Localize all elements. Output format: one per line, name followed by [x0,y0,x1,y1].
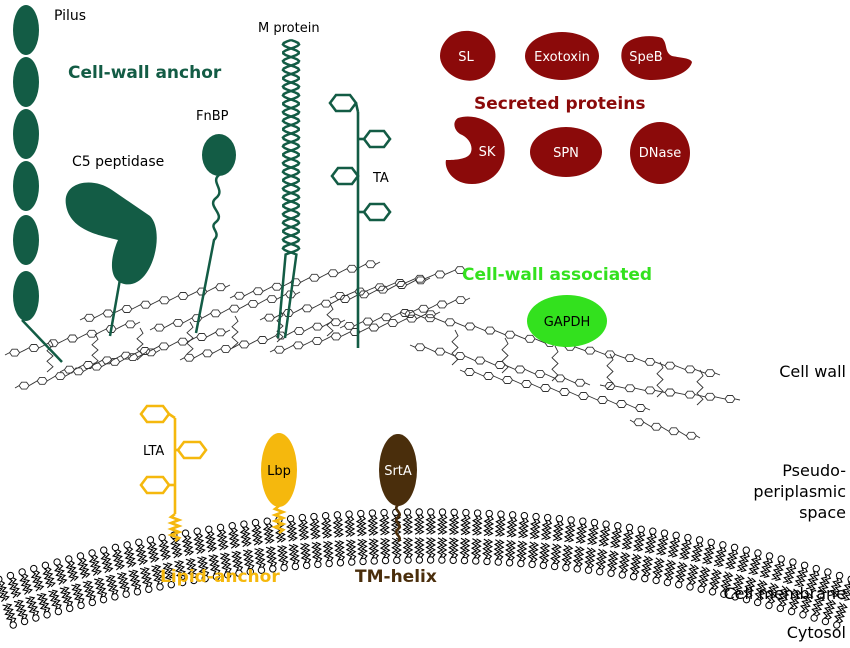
secreted-proteins [440,30,692,184]
sl-label: SL [458,50,474,65]
cell-wall-anchor-heading: Cell-wall anchor [68,63,222,83]
lta-label: LTA [143,444,164,459]
lbp-protein [261,433,297,535]
lipoteichoic-acid [139,404,208,543]
pseudo-region-label-line2: periplasmic [753,482,846,501]
sk-protein [445,116,505,184]
teichoic-acid [328,93,392,348]
pseudo-region-label-line1: Pseudo- [782,461,846,480]
c5-peptidase-label: C5 peptidase [72,154,164,170]
pilus [13,5,63,363]
exotoxin-label: Exotoxin [534,50,590,65]
m-protein-label: M protein [258,21,320,36]
cytosol-region-label: Cytosol [787,623,846,642]
sl-protein [440,30,496,81]
pseudo-region-label-line3: space [799,503,846,522]
exotoxin-protein [525,32,599,80]
srta-protein [379,434,417,543]
sk-label: SK [479,145,496,160]
speb-protein [621,36,692,80]
pilus-label: Pilus [54,8,86,24]
speb-label: SpeB [629,50,662,65]
gapdh-label: GAPDH [544,315,591,330]
cell-wall-associated-heading: Cell-wall associated [462,265,652,285]
dnase-label: DNase [639,146,681,161]
lbp-label: Lbp [267,464,291,479]
peptidoglycan-mesh [4,260,741,440]
fnbp-label: FnBP [196,109,229,124]
tm-helix-heading: TM-helix [355,567,437,587]
ta-label: TA [372,171,389,186]
secreted-proteins-heading: Secreted proteins [474,94,645,114]
m-protein [276,38,301,339]
lipid-bilayer-membrane [0,508,850,629]
gapdh-protein [527,295,607,347]
fnbp [194,134,236,334]
spn-protein [530,127,602,177]
cell-membrane-region-label: Cell membrane [723,584,846,603]
srta-label: SrtA [384,464,412,479]
dnase-protein [630,122,690,184]
cell-wall-region-label: Cell wall [779,362,846,381]
c5-peptidase [65,182,157,337]
spn-label: SPN [553,146,579,161]
lipid-anchor-heading: Lipid-anchor [160,567,280,587]
